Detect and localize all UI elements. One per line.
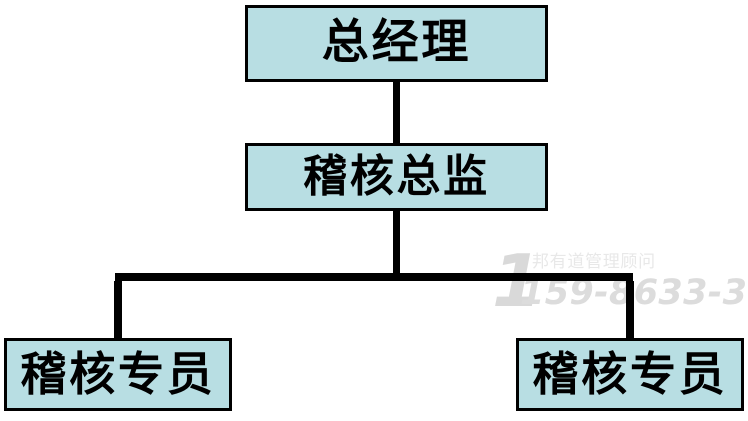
connector-horizontal-bus [115,273,633,281]
watermark-company-name: 邦有道管理顾问 [532,252,656,272]
org-node-audit-specialist-right-label: 稽核专员 [532,348,728,400]
watermark: 1 邦有道管理顾问 159-8633-3189 [492,243,748,319]
org-node-audit-director-label: 稽核总监 [303,152,490,201]
org-node-audit-specialist-left[interactable]: 稽核专员 [4,338,232,411]
org-node-audit-specialist-right[interactable]: 稽核专员 [516,338,744,411]
connector-audit-director-to-bus [393,211,400,280]
org-node-audit-specialist-left-label: 稽核专员 [20,348,216,400]
org-node-audit-director[interactable]: 稽核总监 [245,143,548,211]
watermark-logo-mark: 1 [492,239,543,323]
connector-drop-right [626,281,634,338]
org-node-general-manager-label: 总经理 [321,17,472,69]
connector-general-manager-to-audit-director [393,82,400,143]
connector-drop-left [114,281,122,338]
org-node-general-manager[interactable]: 总经理 [245,5,548,82]
